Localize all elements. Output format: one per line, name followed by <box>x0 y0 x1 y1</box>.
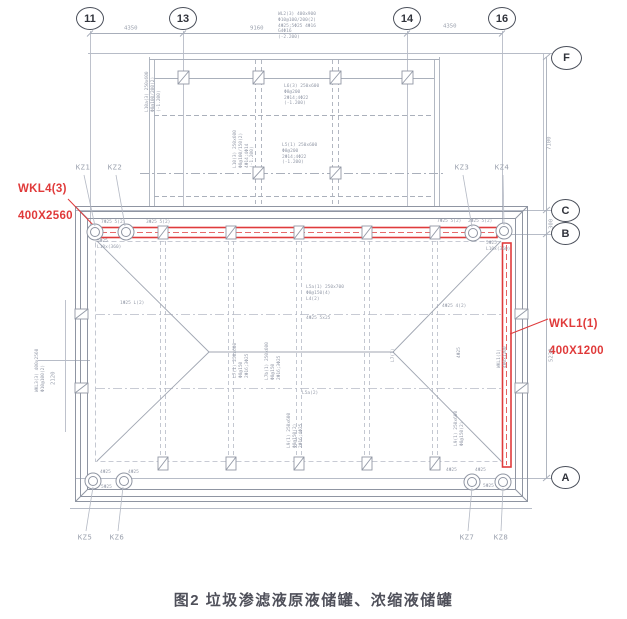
micro-annotation: WL2(3) 400x900 Φ10@100/200(2) 4Φ25;5Φ25 … <box>278 11 316 40</box>
micro-annotation: 5Φ25 <box>101 484 112 490</box>
micro-annotation: WKL1(1) 400x1200 <box>496 346 508 368</box>
callout-wkl4: WKL4(3) 400X2560 <box>18 169 73 238</box>
callout-wkl1-name: WKL1(1) <box>549 317 598 330</box>
micro-annotation: 4Φ25 4(2) <box>442 303 467 309</box>
micro-annotation: 4Φ25 <box>446 467 457 473</box>
micro-annotation: 4Φ25 <box>100 469 111 475</box>
column-label-kz3: KZ3 <box>454 163 470 172</box>
micro-annotation: 5Φ25 L10x(360) <box>97 238 122 250</box>
micro-annotation: L6(3) 250x600 Φ8@200 2Φ14;4Φ22 (-1.200) <box>284 83 320 106</box>
micro-annotation: L5(1) 250x600 Φ8@200 2Φ14;4Φ22 (-1.200) <box>282 142 318 165</box>
micro-annotation: 2Φ25 5(2) <box>468 218 493 224</box>
axis-label: C <box>561 204 570 217</box>
dimension-text: 4350 <box>124 24 138 31</box>
micro-annotation: 4Φ25 <box>456 347 462 358</box>
micro-annotation: L5a(2) <box>302 390 319 396</box>
dimension-text: 4350 <box>443 22 457 29</box>
wall-hatch-marks <box>74 70 529 471</box>
micro-annotation: 4Φ25 <box>475 467 486 473</box>
column-label-kz8: KZ8 <box>493 533 509 542</box>
axis-label: 14 <box>400 12 414 25</box>
micro-annotation: L9(1) 250x600 Φ8@150(2) 2Φ16;4Φ25 <box>286 412 303 448</box>
micro-annotation: L9(1) 250x600 Φ8@150(2) <box>453 410 465 446</box>
dimension-text: 5230 <box>547 348 554 362</box>
axis-bubble-16: 16 <box>488 7 516 30</box>
axis-label: 11 <box>84 12 96 25</box>
red-beam-wkl1 <box>501 242 512 468</box>
dimension-text: 7100 <box>545 136 552 150</box>
column-label-kz2: KZ2 <box>107 163 123 172</box>
dimension-text: 300 <box>547 218 554 229</box>
micro-annotation: 5Φ25 L10x(360) <box>486 240 511 252</box>
axis-label: 13 <box>176 12 190 25</box>
callout-wkl1-size: 400X1200 <box>549 345 604 358</box>
axis-bubble-b: B <box>551 222 580 245</box>
axis-bubble-c: C <box>551 199 580 222</box>
column-markers <box>83 174 513 532</box>
axis-label: A <box>561 471 570 484</box>
micro-annotation: L10a(3) 250x600 Φ8@100/200(2) (-1.200) <box>144 71 161 112</box>
dimension-text: 2120 <box>49 371 56 385</box>
micro-annotation: L5a(1) 250x700 Φ8@150(4) L4(2) <box>306 284 344 301</box>
callout-wkl1: WKL1(1) 400X1200 <box>549 304 604 373</box>
column-label-kz7: KZ7 <box>459 533 475 542</box>
column-label-kz4: KZ4 <box>494 163 510 172</box>
micro-annotation: 4Φ25 <box>128 469 139 475</box>
column-label-kz1: KZ1 <box>75 163 91 172</box>
micro-annotation: 7Φ25 5(2) <box>101 219 126 225</box>
axis-label: B <box>561 227 570 240</box>
axis-bubble-f: F <box>551 46 582 70</box>
micro-annotation: 5Φ25 <box>483 483 494 489</box>
micro-annotation: WKL3(3) 400x2560 Φ10@100(2) <box>34 348 46 392</box>
callout-wkl4-size: 400X2560 <box>18 210 73 223</box>
micro-annotation: 4Φ25 5x25 <box>306 315 331 321</box>
column-label-kz5: KZ5 <box>77 533 93 542</box>
micro-annotation: L7b(1) 250x600 Φ8@150 2Φ16;3Φ25 <box>264 342 281 380</box>
micro-annotation: 7Φ25 5(2) <box>437 218 462 224</box>
column-label-kz6: KZ6 <box>109 533 125 542</box>
figure-caption: 图2 垃圾渗滤液原液储罐、浓缩液储罐 <box>173 592 454 609</box>
callout-wkl4-name: WKL4(3) <box>18 182 67 195</box>
grid-lines <box>38 31 552 509</box>
micro-annotation: L7(1) <box>390 348 396 362</box>
tank-diagonals <box>96 240 502 462</box>
dimension-lines <box>86 30 551 482</box>
axis-bubble-14: 14 <box>393 7 421 30</box>
micro-annotation: 1Φ25 L(2) <box>120 300 145 306</box>
dimension-text: 9160 <box>250 24 264 31</box>
axis-bubble-13: 13 <box>169 7 197 30</box>
micro-annotation: 3Φ25 5(2) <box>146 219 171 225</box>
micro-annotation: L10(3) 250x600 Φ8@100/150(2) 4Φ14;4Φ14 (… <box>232 130 255 168</box>
axis-bubble-11: 11 <box>76 7 104 30</box>
axis-label: 16 <box>495 12 509 25</box>
micro-annotation: L7(1) 250x600 Φ8@150 2Φ16;3Φ25 <box>232 342 249 378</box>
axis-label: F <box>563 52 570 64</box>
axis-bubble-a: A <box>551 466 580 489</box>
